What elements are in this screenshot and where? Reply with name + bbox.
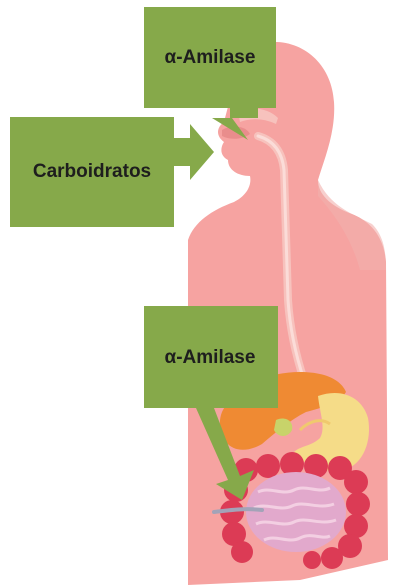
substrate-label: Carboidratos (33, 161, 151, 182)
callout-substrate: Carboidratos (10, 117, 214, 227)
lower-enzyme-label: α-Amilase (165, 347, 256, 368)
top-enzyme-label: α-Amilase (165, 47, 256, 68)
small-intestine (246, 472, 346, 552)
